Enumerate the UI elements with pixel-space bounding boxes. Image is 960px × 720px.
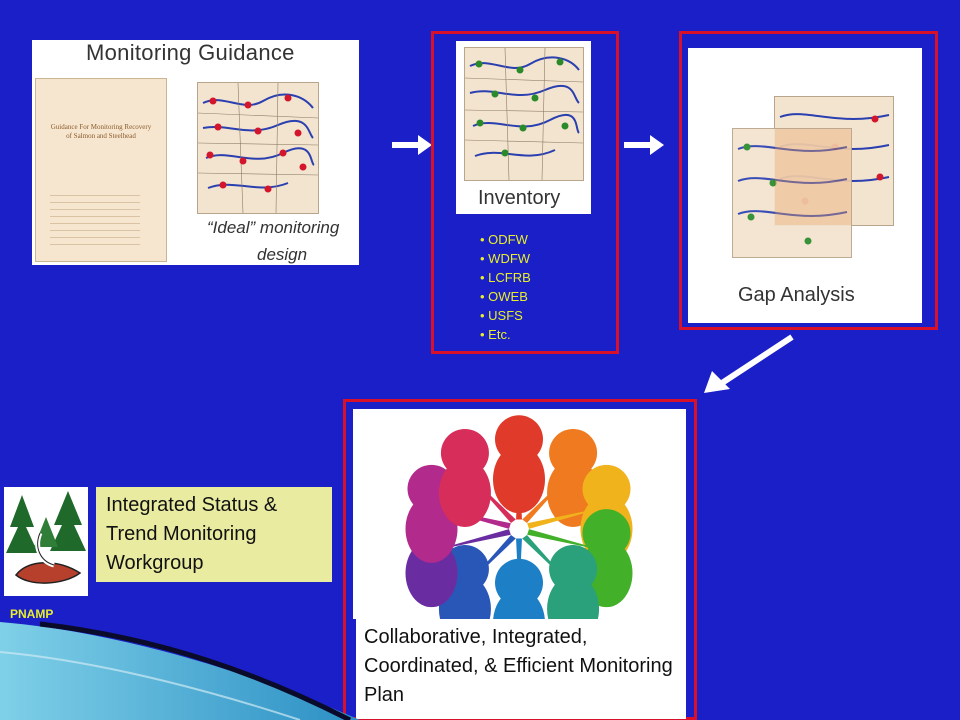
guidance-title: Monitoring Guidance [86, 40, 295, 65]
arrow-down-left-icon [704, 334, 794, 393]
figure-body [493, 445, 545, 514]
figure-head [440, 428, 489, 477]
figure-head [495, 558, 543, 607]
inventory-label: Inventory [478, 187, 561, 209]
pnamp-logo-icon [6, 491, 86, 584]
monitoring-guidance-card: Monitoring Guidance Guidance For Monitor… [32, 40, 359, 265]
workgroup-label: Integrated Status & Trend Monitoring Wor… [96, 487, 332, 582]
people-circle-svg [405, 415, 633, 619]
ideal-caption-line2: design [257, 245, 308, 264]
figure-head [549, 428, 598, 477]
agency-item: USFS [480, 306, 531, 325]
figure-head [582, 509, 631, 558]
plan-frame: Collaborative, Integrated, Coordinated, … [343, 399, 697, 720]
gap-map-front [732, 128, 852, 258]
gap-analysis-frame: Gap Analysis [679, 31, 938, 330]
document-title-text: Guidance For Monitoring Recovery of Salm… [50, 123, 152, 140]
ideal-design-map-svg [198, 83, 318, 213]
agency-list: ODFW WDFW LCFRB OWEB USFS Etc. [480, 230, 531, 344]
inventory-map [464, 47, 584, 181]
agency-item: OWEB [480, 287, 531, 306]
guidance-document-thumbnail: Guidance For Monitoring Recovery of Salm… [35, 78, 167, 262]
agency-item: Etc. [480, 325, 531, 344]
pnamp-label: PNAMP [10, 607, 54, 621]
ideal-caption-line1: “Ideal” monitoring [207, 218, 340, 237]
arrow-right-icon [624, 135, 664, 155]
inventory-map-svg [465, 48, 583, 180]
gap-analysis-label: Gap Analysis [738, 284, 855, 306]
figure-head [549, 545, 598, 594]
inventory-card: Inventory [456, 41, 591, 214]
pnamp-logo [4, 487, 88, 596]
plan-caption: Collaborative, Integrated, Coordinated, … [356, 619, 686, 719]
figure-head [582, 464, 631, 513]
figure-head [495, 415, 543, 464]
agency-item: LCFRB [480, 268, 531, 287]
agency-item: WDFW [480, 249, 531, 268]
inventory-frame: Inventory ODFW WDFW LCFRB OWEB USFS Etc. [431, 31, 619, 354]
gap-map-front-svg [737, 129, 851, 245]
gap-analysis-card: Gap Analysis [688, 48, 922, 323]
document-body-lines [50, 189, 140, 249]
people-circle-image [353, 409, 686, 619]
swoosh-decoration [0, 621, 360, 720]
arrow-right-icon [392, 135, 432, 155]
ideal-design-map [197, 82, 319, 214]
agency-item: ODFW [480, 230, 531, 249]
figure-body [438, 458, 491, 527]
